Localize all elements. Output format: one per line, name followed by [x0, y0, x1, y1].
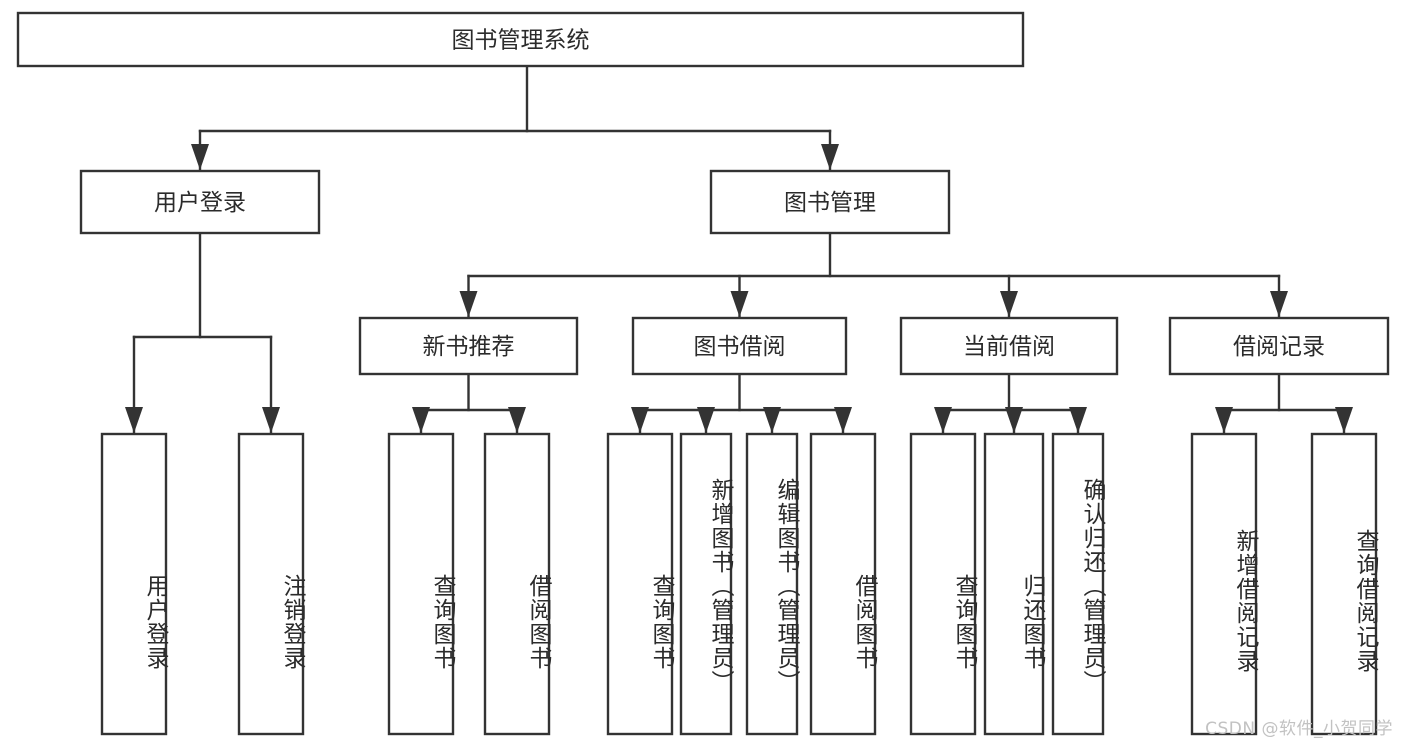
- node-box-leaf-add-book[interactable]: [679, 432, 733, 736]
- node-label-borrow-record: 借阅记录: [1233, 334, 1325, 360]
- arrow-head-icon-leaf-query-book-borrow: [631, 407, 649, 433]
- arrow-head-icon-leaf-logout: [262, 407, 280, 433]
- arrow-head-icon-leaf-edit-book: [763, 407, 781, 433]
- arrow-head-icon-leaf-borrow-book-rec: [508, 407, 526, 433]
- node-box-leaf-query-book-borrow[interactable]: [606, 432, 674, 736]
- arrow-head-icon-leaf-borrow-book: [834, 407, 852, 433]
- node-box-book-manage[interactable]: [709, 169, 951, 235]
- node-label-current-borrow: 当前借阅: [963, 334, 1055, 360]
- node-label-book-borrow: 图书借阅: [694, 334, 786, 360]
- node-box-leaf-query-book-rec[interactable]: [387, 432, 455, 736]
- arrow-head-icon-user-login: [191, 144, 209, 170]
- node-box-new-book-rec[interactable]: [358, 316, 579, 376]
- node-box-book-borrow[interactable]: [631, 316, 848, 376]
- node-box-leaf-query-book-current[interactable]: [909, 432, 977, 736]
- node-label-book-manage: 图书管理: [784, 190, 876, 216]
- arrow-head-icon-leaf-user-login: [125, 407, 143, 433]
- node-box-current-borrow[interactable]: [899, 316, 1119, 376]
- node-box-layer: [16, 11, 1390, 736]
- arrow-head-icon-new-book-rec: [459, 291, 478, 317]
- node-label-root: 图书管理系统: [452, 28, 590, 54]
- node-label-new-book-rec: 新书推荐: [423, 334, 515, 360]
- node-box-leaf-edit-book[interactable]: [745, 432, 799, 736]
- arrow-head-icon-book-manage: [821, 144, 839, 170]
- node-box-leaf-logout[interactable]: [237, 432, 305, 736]
- arrow-head-icon-current-borrow: [1000, 291, 1018, 317]
- node-box-leaf-user-login[interactable]: [100, 432, 168, 736]
- arrow-head-icon-leaf-confirm-return: [1069, 407, 1087, 433]
- node-box-user-login[interactable]: [79, 169, 321, 235]
- arrow-head-icon-leaf-return-book: [1005, 407, 1023, 433]
- node-label-user-login: 用户登录: [154, 190, 246, 216]
- connector-layer: [125, 64, 1353, 434]
- node-box-leaf-borrow-book[interactable]: [809, 432, 877, 736]
- arrow-head-icon-leaf-query-book-current: [934, 407, 952, 433]
- node-box-leaf-confirm-return[interactable]: [1051, 432, 1105, 736]
- arrow-head-icon-leaf-query-book-rec: [412, 407, 430, 433]
- node-box-leaf-borrow-book-rec[interactable]: [483, 432, 551, 736]
- node-box-leaf-query-record[interactable]: [1310, 432, 1378, 736]
- arrow-head-icon-borrow-record: [1270, 291, 1288, 317]
- node-box-leaf-add-record[interactable]: [1190, 432, 1258, 736]
- node-box-borrow-record[interactable]: [1168, 316, 1390, 376]
- node-box-leaf-return-book[interactable]: [983, 432, 1045, 736]
- arrow-head-icon-book-borrow: [730, 291, 749, 317]
- arrow-head-icon-leaf-add-record: [1215, 407, 1233, 433]
- node-box-root[interactable]: [16, 11, 1025, 68]
- arrow-head-icon-leaf-add-book: [697, 407, 715, 433]
- arrow-head-icon-leaf-query-record: [1335, 407, 1353, 433]
- watermark-text: CSDN @软件_小贺同学: [1205, 719, 1393, 739]
